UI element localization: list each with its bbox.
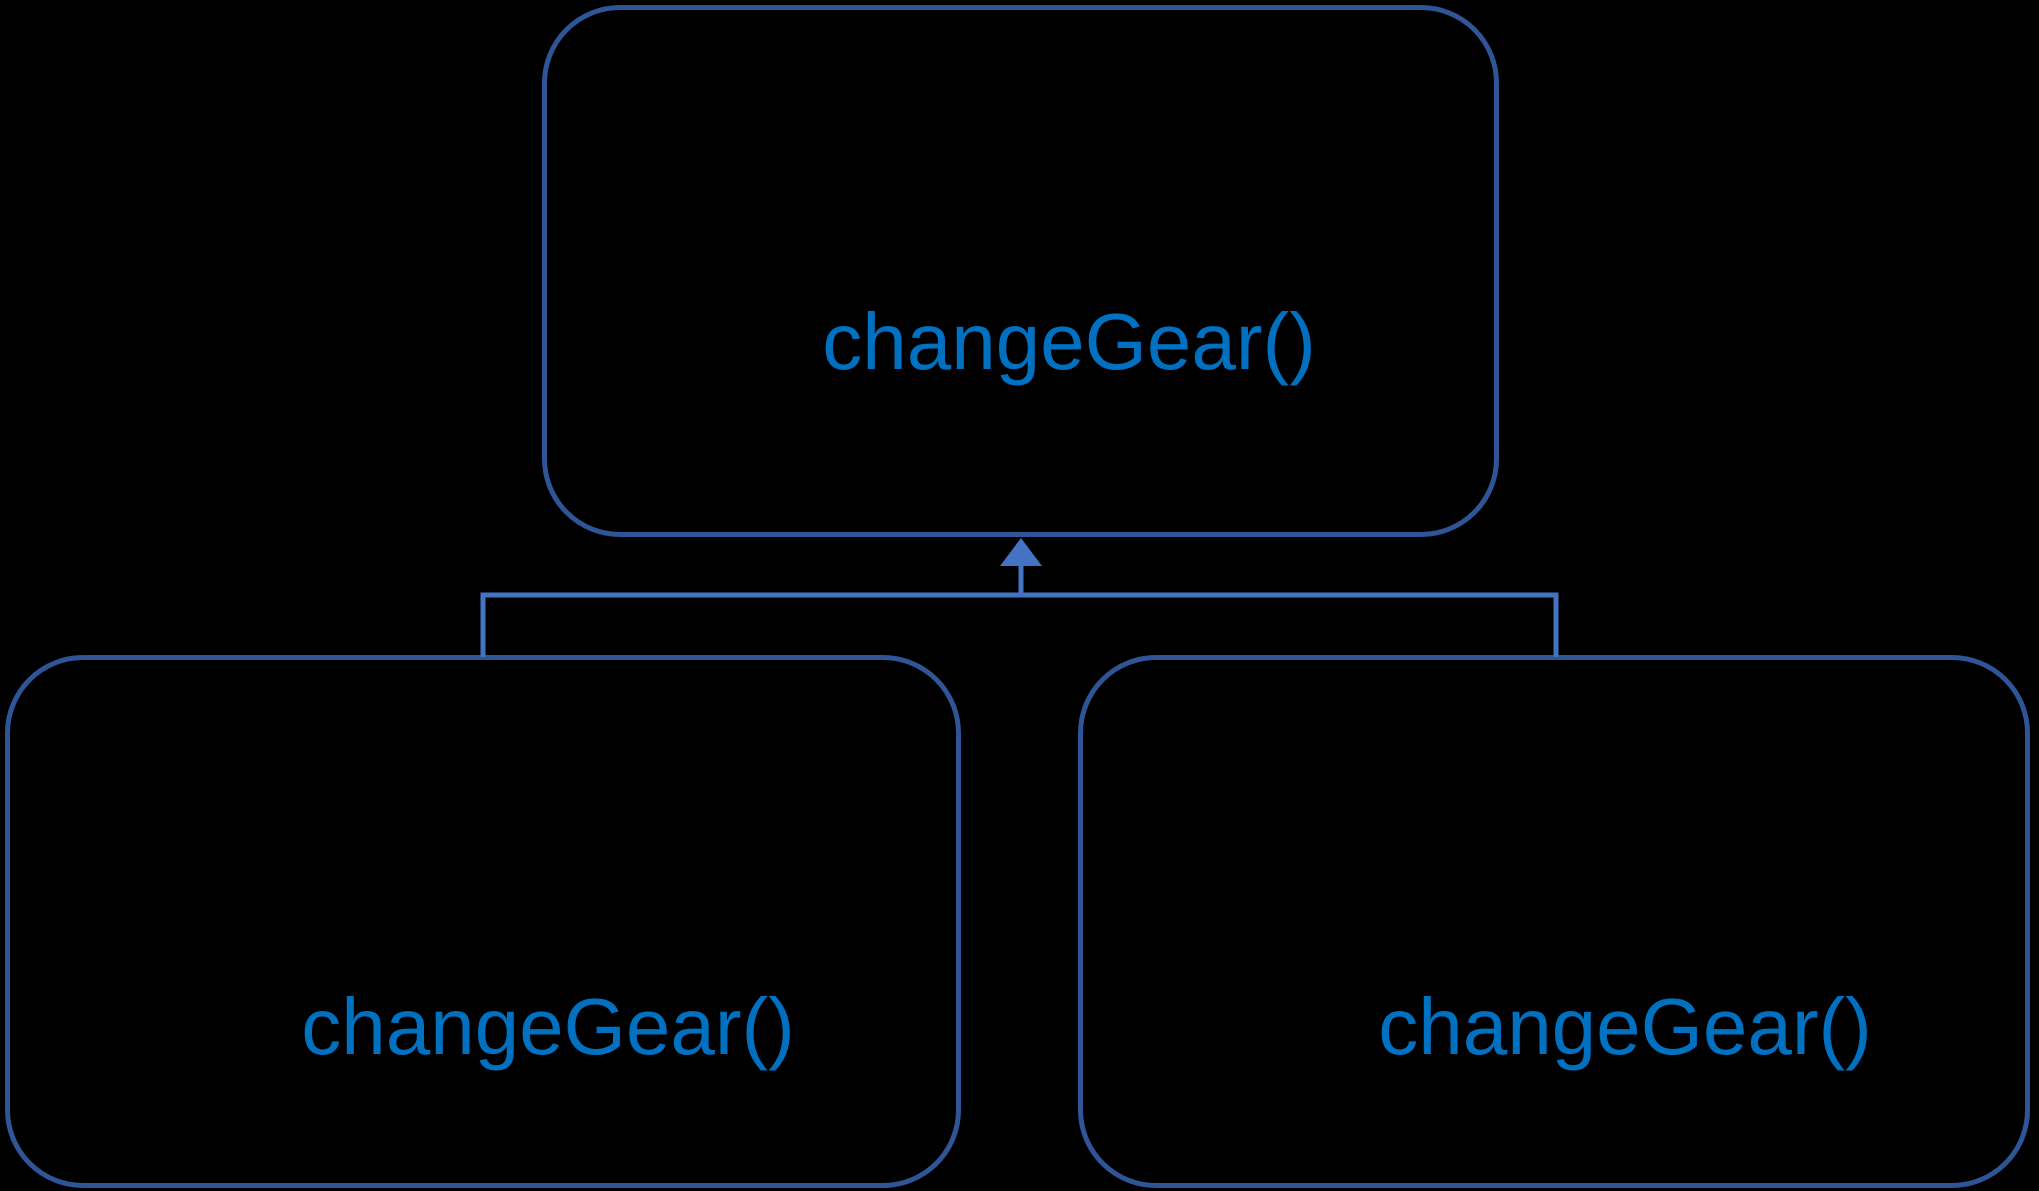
connector-elbow [480, 592, 1559, 657]
node-child-right: changeGear() [1078, 655, 2030, 1188]
node-child-left: changeGear() [5, 655, 961, 1188]
arrowhead-icon [1000, 538, 1042, 566]
node-parent: changeGear() [542, 5, 1499, 537]
node-child-left-label: changeGear() [301, 982, 795, 1071]
node-parent-label: changeGear() [822, 297, 1316, 386]
node-child-right-label: changeGear() [1378, 982, 1872, 1071]
